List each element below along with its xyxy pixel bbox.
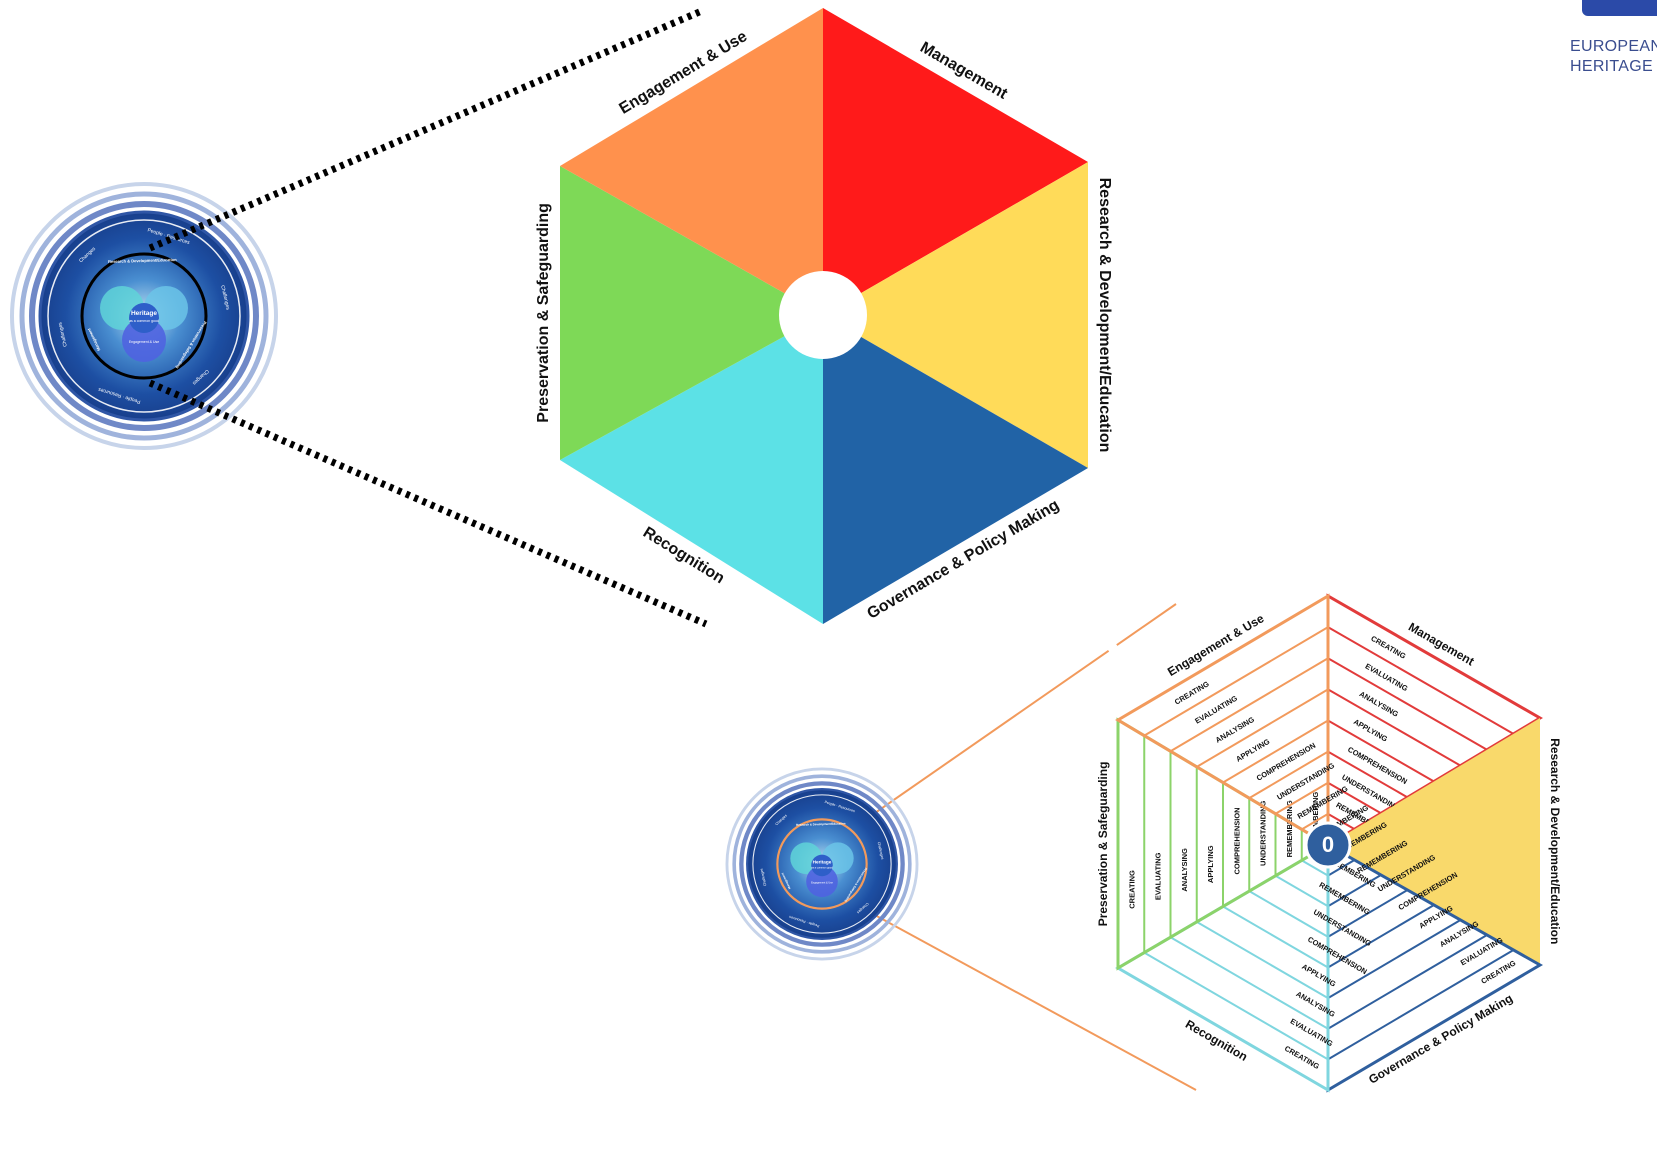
outer-ring [29, 201, 259, 431]
ring-text: Challenges [759, 868, 767, 887]
arc-label: Management [780, 872, 791, 890]
segment-research-development-education [823, 162, 1088, 468]
level-line [1327, 889, 1409, 938]
level-label: EVALUATING [1154, 852, 1163, 900]
outer-ring [732, 774, 912, 954]
segment-preservation-safeguarding [560, 166, 823, 460]
level-line [1327, 657, 1488, 751]
logo-line-2: HERITAGE S [1570, 58, 1657, 75]
bubble-core [129, 303, 159, 333]
ring-text: Challenges [219, 285, 231, 311]
heritage-circle-small: People · ResourcesChallengesChangesPeopl… [725, 767, 919, 961]
label-preservation-safeguarding: Preservation & Safeguarding [535, 203, 552, 423]
level-line [1327, 859, 1356, 877]
arc-label: Research & Development/Education [796, 821, 846, 826]
lower-bubble-label: Engagement & Use [811, 881, 833, 884]
level-line [1143, 951, 1329, 1061]
orange-connectors [861, 603, 1197, 1091]
segment-governance-policy-making [823, 315, 1088, 624]
level-line [1301, 813, 1329, 831]
highlight-ring [776, 818, 868, 910]
level-line [1169, 657, 1329, 753]
level-line [1327, 874, 1382, 908]
segment-recognition [560, 315, 823, 624]
ring-text: Challenges [57, 321, 69, 347]
level-line [1248, 750, 1329, 799]
level-line [1274, 781, 1329, 815]
level-label: CREATING [1127, 870, 1136, 909]
heritage-circle-large: People · ResourcesChallengesChangesPeopl… [10, 182, 278, 450]
bottom-hexagon: CREATING EVALUATING ANALYSING APPLYING COMPR… [1096, 593, 1562, 1093]
bubble-engagement [122, 318, 166, 362]
segment-research-development-education [1328, 718, 1540, 965]
center-score-value: 0 [1322, 832, 1334, 857]
label-research-development-education: Research & Development/Education [1096, 178, 1113, 453]
level-line [1327, 750, 1408, 799]
level-line [1274, 874, 1329, 908]
arc-label: Research & Development/Education [108, 257, 177, 264]
level-label: REMEMBERING [1285, 800, 1294, 857]
level-line [1169, 936, 1329, 1030]
level-line [1327, 813, 1355, 830]
center-title: Heritage [813, 859, 832, 864]
label-preservation-safeguarding: Preservation & Safeguarding [1096, 762, 1110, 927]
outer-ring [10, 182, 278, 450]
level-line [1327, 919, 1462, 999]
center-score-badge [1304, 821, 1352, 869]
center-title: Heritage [131, 310, 157, 317]
center-subtitle: as a common good [129, 319, 159, 323]
segment-management [823, 8, 1088, 315]
dotted-connector-lower [148, 379, 708, 628]
level-line [1196, 921, 1329, 999]
level-label: UNDERSTANDING [1259, 801, 1268, 866]
orange-connector-upper [861, 603, 1177, 823]
level-label: COMPREHENSION [1232, 807, 1241, 874]
inner-white-ring [752, 794, 892, 934]
lower-bubble-label: Engagement & Use [129, 340, 159, 344]
level-line [1327, 626, 1514, 735]
level-line [1301, 859, 1329, 877]
orange-connector-lower [861, 907, 1197, 1091]
level-line [1222, 905, 1329, 969]
center-hole [779, 271, 867, 359]
level-line [1327, 949, 1515, 1061]
level-label: ANALYSING [1180, 848, 1189, 892]
segment-engagement-use [560, 8, 823, 315]
level-line [1327, 934, 1488, 1030]
highlight-ring [80, 252, 208, 380]
level-line [1327, 688, 1461, 767]
outer-ring [739, 781, 905, 947]
level-line [1327, 904, 1435, 969]
european-heritage-logo: EUROPEAN HERITAGE S [1570, 0, 1657, 90]
level-line [1222, 719, 1329, 784]
outer-ring [725, 767, 919, 961]
level-line [1196, 688, 1329, 768]
level-line [1327, 781, 1382, 815]
level-line [1143, 626, 1329, 737]
label-research-development-education: Research & Development/Education [1548, 738, 1562, 944]
level-line [1327, 719, 1435, 783]
dotted-connectors [148, 6, 708, 628]
bubble-engagement [806, 865, 838, 898]
ring-text: Challenges [877, 841, 885, 860]
outer-ring [19, 191, 269, 441]
level-line [1248, 890, 1329, 938]
center-subtitle: as a common good [811, 866, 833, 869]
inner-white-ring [47, 219, 241, 413]
connector-gap [1106, 642, 1118, 652]
dotted-connector-upper [148, 6, 706, 252]
logo-mark-icon [1582, 0, 1657, 16]
bubble-core [811, 854, 833, 877]
level-label: APPLYING [1206, 845, 1215, 883]
logo-line-1: EUROPEAN [1570, 38, 1657, 55]
